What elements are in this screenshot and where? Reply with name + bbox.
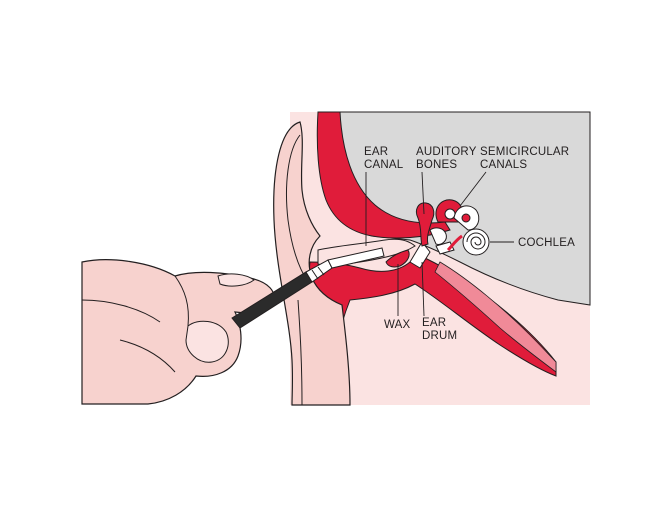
leader-ear-drum — [421, 261, 425, 317]
label-ear-canal: EAR CANAL — [364, 146, 404, 171]
ossicle-malleus — [415, 202, 435, 247]
cochlea-shape — [446, 228, 490, 256]
label-auditory-bones-line2: BONES — [416, 159, 457, 171]
fingertip-nail — [217, 273, 255, 287]
label-auditory-bones-line1: AUDITORY — [416, 146, 477, 158]
semicircular-canals-shape — [435, 199, 480, 231]
label-wax: WAX — [384, 319, 410, 331]
outer-ear-rim — [297, 299, 303, 406]
ossicle-incus — [429, 227, 447, 245]
leader-lines — [365, 171, 514, 317]
outer-ear-fold — [286, 134, 309, 283]
leader-auditory-bones — [421, 171, 425, 215]
label-auditory-bones: AUDITORY BONES — [416, 146, 480, 171]
label-semicircular-line1: SEMICIRCULAR — [480, 146, 569, 158]
label-semicircular-line2: CANALS — [480, 159, 527, 171]
ossicle-stapes — [435, 241, 455, 255]
label-ear-drum: EAR DRUM — [422, 317, 457, 342]
ear-drum-shape — [409, 241, 431, 269]
label-ear-drum-line1: EAR — [422, 317, 446, 329]
label-semicircular-canals: SEMICIRCULAR CANALS — [480, 146, 573, 171]
hand-creases — [81, 275, 189, 373]
label-ear-canal-line2: CANAL — [364, 159, 404, 171]
ear-pick-instrument — [231, 247, 385, 329]
thumb-nail — [185, 320, 229, 363]
eustachian-tube — [434, 261, 557, 373]
ear-wax — [385, 249, 410, 268]
label-ear-drum-line2: DRUM — [422, 330, 457, 342]
leader-semicircular — [459, 171, 487, 207]
label-cochlea: COCHLEA — [518, 237, 575, 249]
outer-ear — [273, 121, 351, 406]
label-ear-canal-line1: EAR — [364, 146, 388, 158]
